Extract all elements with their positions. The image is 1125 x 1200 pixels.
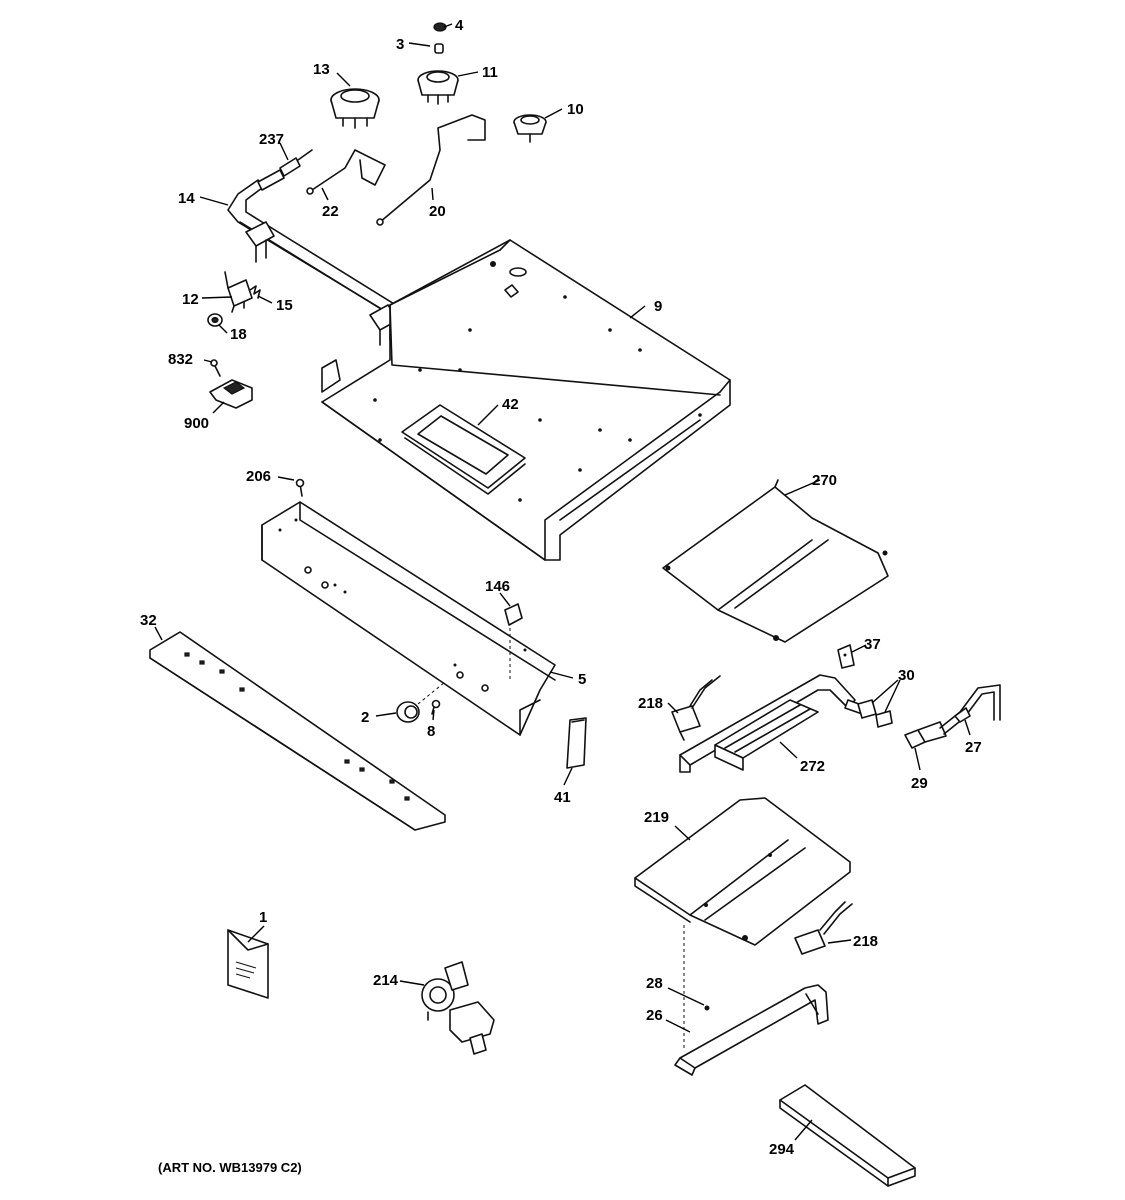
callout-27: 27 <box>965 739 982 756</box>
cap-4 <box>433 22 447 32</box>
callout-30: 30 <box>898 667 915 684</box>
orifice-3 <box>434 43 444 54</box>
callout-9: 9 <box>654 298 662 315</box>
callout-22: 22 <box>322 203 339 220</box>
callout-29: 29 <box>911 775 928 792</box>
callout-18: 18 <box>230 326 247 343</box>
literature-1 <box>227 929 269 999</box>
callout-11: 11 <box>482 64 498 81</box>
callout-20: 20 <box>429 203 446 220</box>
channel-294 <box>779 1084 916 1187</box>
tube-27 <box>939 684 1001 735</box>
art-number: (ART NO. WB13979 C2) <box>158 1160 302 1175</box>
callout-5: 5 <box>578 671 586 688</box>
bracket-37 <box>837 644 855 669</box>
spring-15 <box>249 285 261 299</box>
screw-206 <box>295 478 305 497</box>
fitting-237 <box>257 149 313 191</box>
callout-218-a: 218 <box>638 695 663 712</box>
callout-12: 12 <box>182 291 199 308</box>
callout-10: 10 <box>567 101 584 118</box>
callout-219: 219 <box>644 809 669 826</box>
callout-272: 272 <box>800 758 825 775</box>
callout-42: 42 <box>502 396 519 413</box>
igniter-218-a <box>671 675 721 741</box>
callout-270: 270 <box>812 472 837 489</box>
callout-8: 8 <box>427 723 435 740</box>
valve-214 <box>421 961 495 1055</box>
burner-tray-272 <box>714 699 819 771</box>
bracket-900 <box>209 379 253 409</box>
burner-head-11 <box>417 70 459 105</box>
igniter-218-b <box>794 901 853 955</box>
manifold-panel-5 <box>261 501 556 736</box>
callout-26: 26 <box>646 1007 663 1024</box>
knob-2 <box>396 681 446 723</box>
callout-237: 237 <box>259 131 284 148</box>
burner-box-9 <box>321 239 731 561</box>
callout-206: 206 <box>246 468 271 485</box>
fittings-30 <box>857 699 893 728</box>
tube-22 <box>306 149 386 195</box>
plate-219 <box>634 797 851 946</box>
callout-1: 1 <box>259 909 267 926</box>
callout-146: 146 <box>485 578 510 595</box>
callout-28: 28 <box>646 975 663 992</box>
shield-41 <box>566 717 587 769</box>
screw-8 <box>431 699 441 715</box>
callout-4: 4 <box>455 17 464 34</box>
leader-lines <box>154 23 971 1141</box>
callout-15: 15 <box>276 297 293 314</box>
screw-832 <box>210 359 221 377</box>
plate-270 <box>662 479 889 643</box>
callout-labels: 4 3 13 11 10 237 14 22 20 12 15 18 832 9… <box>140 17 982 1175</box>
callout-218-b: 218 <box>853 933 878 950</box>
burner-head-10 <box>513 114 547 143</box>
callout-13: 13 <box>313 61 330 78</box>
callout-3: 3 <box>396 36 404 53</box>
valve-12 <box>224 271 253 313</box>
callout-41: 41 <box>554 789 571 806</box>
nut-18 <box>207 313 223 327</box>
burner-head-13 <box>330 88 380 129</box>
callout-832: 832 <box>168 351 193 368</box>
bracket-146 <box>504 603 523 680</box>
elbow-29 <box>904 721 947 749</box>
callout-32: 32 <box>140 612 157 629</box>
tube-20 <box>376 114 486 226</box>
vent-42 <box>401 404 526 495</box>
callout-37: 37 <box>864 636 881 653</box>
callout-214: 214 <box>373 972 399 989</box>
trim-32 <box>149 631 446 831</box>
callout-2: 2 <box>361 709 369 726</box>
callout-900: 900 <box>184 415 209 432</box>
callout-14: 14 <box>178 190 195 207</box>
callout-294: 294 <box>769 1141 795 1158</box>
bake-burner-26 <box>674 984 829 1076</box>
